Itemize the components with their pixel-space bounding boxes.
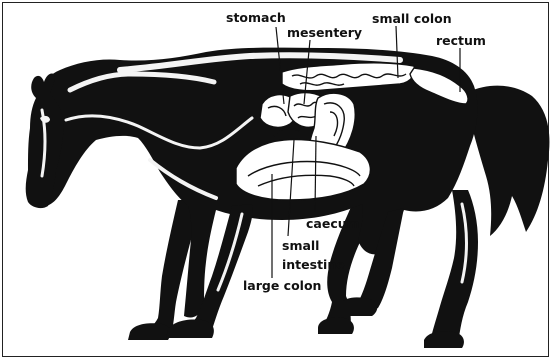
label-small-colon: small colon bbox=[372, 11, 452, 26]
label-stomach: stomach bbox=[226, 10, 286, 25]
label-caecum: caecum bbox=[306, 216, 360, 231]
label-rectum: rectum bbox=[436, 33, 486, 48]
far-hoof-hind bbox=[318, 317, 354, 334]
near-hind-leg bbox=[430, 190, 478, 344]
near-hoof-hind bbox=[424, 331, 464, 348]
label-small-intestine-line2: intestine bbox=[282, 257, 345, 272]
label-large-colon: large colon bbox=[243, 278, 321, 293]
label-mesentery: mesentery bbox=[287, 25, 362, 40]
near-hoof-hind-2 bbox=[340, 297, 377, 316]
label-small-intestine-line1: small bbox=[282, 238, 319, 253]
horse-tail bbox=[468, 86, 549, 236]
far-hoof-front bbox=[128, 323, 170, 340]
